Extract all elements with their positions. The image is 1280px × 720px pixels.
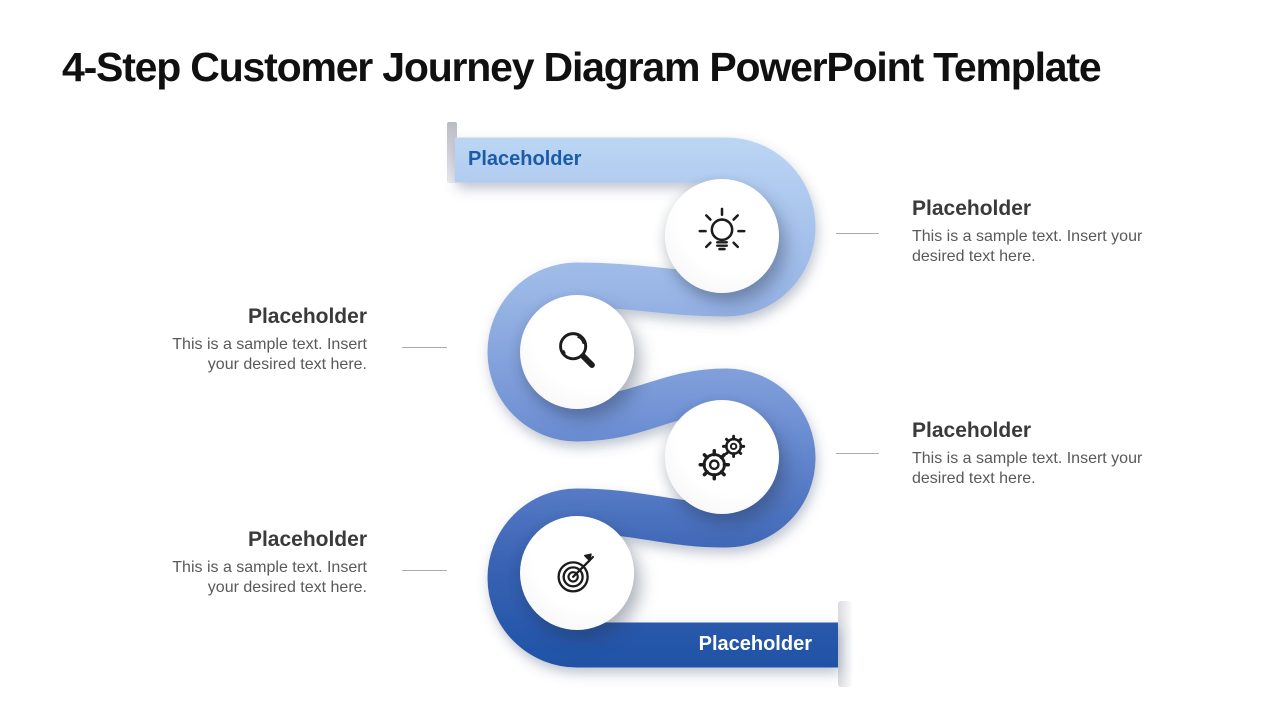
step-circle-4[interactable] xyxy=(520,516,634,630)
target-icon xyxy=(557,553,595,593)
slide-title[interactable]: 4-Step Customer Journey Diagram PowerPoi… xyxy=(62,44,1102,90)
step-circle-3[interactable] xyxy=(665,400,779,514)
callout-title[interactable]: Placeholder xyxy=(247,528,367,551)
callout-title[interactable]: Placeholder xyxy=(912,419,1032,442)
ribbon-fold-bottom xyxy=(838,601,852,687)
top-banner-label[interactable]: Placeholder xyxy=(468,148,582,170)
callout-title[interactable]: Placeholder xyxy=(912,197,1032,220)
connector-line-step2 xyxy=(402,347,447,348)
magnifier-icon xyxy=(559,332,595,368)
step-circle-1[interactable] xyxy=(665,179,779,293)
gears-icon xyxy=(698,434,746,481)
ribbon-fold-top xyxy=(447,122,457,183)
step-circle-2[interactable] xyxy=(520,295,634,409)
callout-step2[interactable]: Placeholder This is a sample text. Inser… xyxy=(147,304,367,375)
callout-body[interactable]: This is a sample text. Insert your desir… xyxy=(912,450,1143,488)
connector-line-step3 xyxy=(836,453,879,454)
callout-body[interactable]: This is a sample text. Insert your desir… xyxy=(912,228,1143,266)
callout-step4[interactable]: Placeholder This is a sample text. Inser… xyxy=(147,527,367,598)
connector-line-step1 xyxy=(836,233,879,234)
connector-line-step4 xyxy=(402,570,447,571)
ribbon-path xyxy=(455,137,838,668)
lightbulb-icon xyxy=(698,207,746,251)
callout-body[interactable]: This is a sample text. Insert your desir… xyxy=(172,559,367,597)
bottom-banner-label[interactable]: Placeholder xyxy=(698,633,812,655)
callout-step1[interactable]: Placeholder This is a sample text. Inser… xyxy=(912,196,1144,267)
callout-step3[interactable]: Placeholder This is a sample text. Inser… xyxy=(912,418,1144,489)
callout-title[interactable]: Placeholder xyxy=(247,305,367,328)
callout-body[interactable]: This is a sample text. Insert your desir… xyxy=(172,336,367,374)
